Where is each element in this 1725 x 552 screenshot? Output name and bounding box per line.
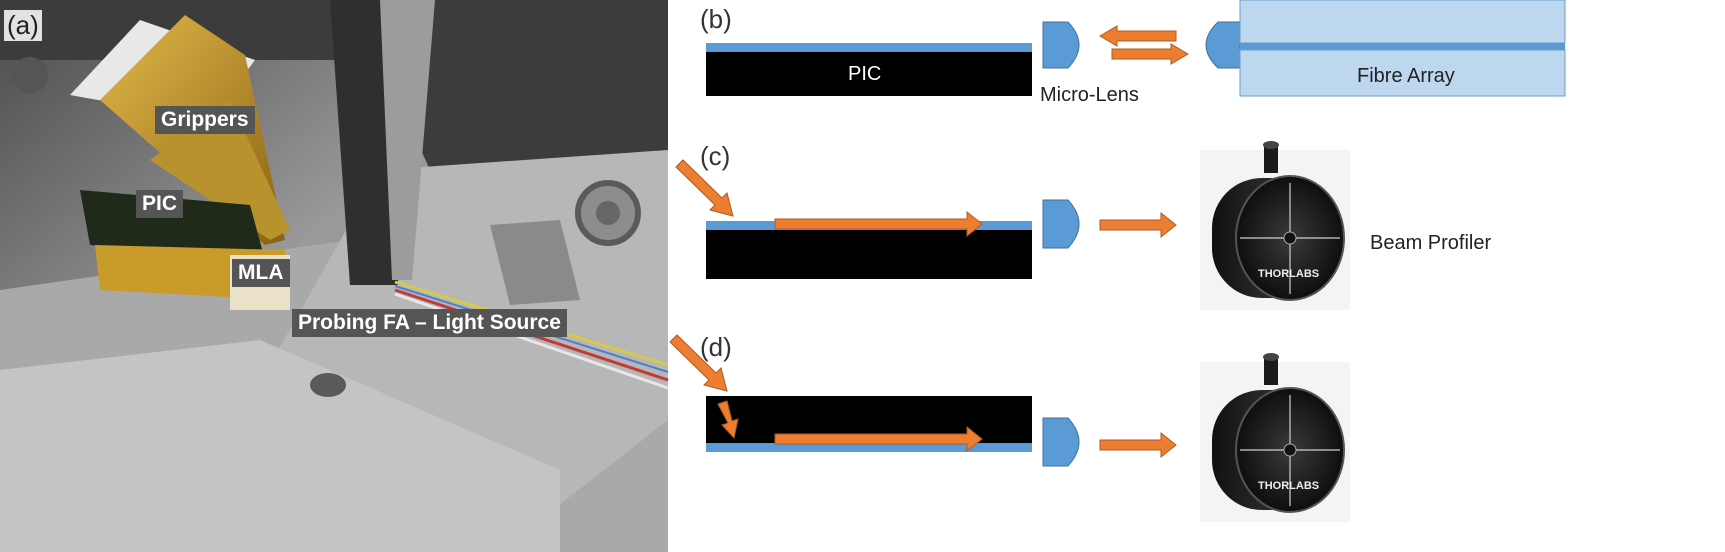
panel-b-diagram — [706, 0, 1566, 97]
pic-cladding-d — [706, 443, 1032, 452]
micro-lens-label: Micro-Lens — [1040, 84, 1139, 106]
callout-pic: PIC — [136, 190, 184, 218]
pic-cladding-b — [706, 43, 1032, 52]
arrow-right-b — [1111, 43, 1189, 65]
arrow-in-c — [675, 159, 734, 217]
panel-b-label: (b) — [700, 4, 732, 34]
fibre-lens-b — [1205, 21, 1241, 69]
arrow-guided-c — [774, 210, 983, 238]
fibre-array-bottom — [1239, 49, 1566, 97]
beam-profiler-device-c: THORLABS — [1200, 141, 1350, 310]
panel-c-label: (c) — [700, 141, 731, 171]
beam-profiler-label: Beam Profiler — [1370, 232, 1492, 254]
callout-grippers: Grippers — [155, 106, 255, 134]
panel-d-label: (d) — [700, 332, 732, 362]
arrow-left-b — [1099, 25, 1177, 47]
pic-label-b: PIC — [848, 63, 882, 85]
brand-text-d: THORLABS — [1258, 480, 1319, 492]
arrow-guided-d — [774, 425, 983, 453]
fibre-core — [1240, 43, 1565, 50]
brand-text-c: THORLABS — [1258, 268, 1319, 280]
callout-probing: Probing FA – Light Source — [292, 309, 567, 337]
fibre-array-label: Fibre Array — [1357, 65, 1455, 87]
arrow-out-d — [1099, 431, 1177, 459]
callout-mla: MLA — [232, 259, 290, 287]
panel-a-photo — [0, 0, 669, 552]
pic-chip-c — [706, 230, 1032, 279]
micro-lens-b — [1042, 21, 1080, 69]
arrow-down-d — [717, 400, 739, 440]
panel-a-label: (a) — [4, 10, 42, 41]
panel-c-diagram: THORLABS — [675, 141, 1350, 310]
panel-d-diagram: THORLABS — [669, 334, 1350, 522]
arrow-in-d — [669, 334, 728, 392]
fibre-array-top — [1239, 0, 1566, 44]
beam-profiler-device-d: THORLABS — [1200, 353, 1350, 522]
micro-lens-c — [1042, 199, 1080, 249]
micro-lens-d — [1042, 417, 1080, 467]
arrow-out-c — [1099, 211, 1177, 239]
pic-chip-b — [706, 52, 1032, 96]
